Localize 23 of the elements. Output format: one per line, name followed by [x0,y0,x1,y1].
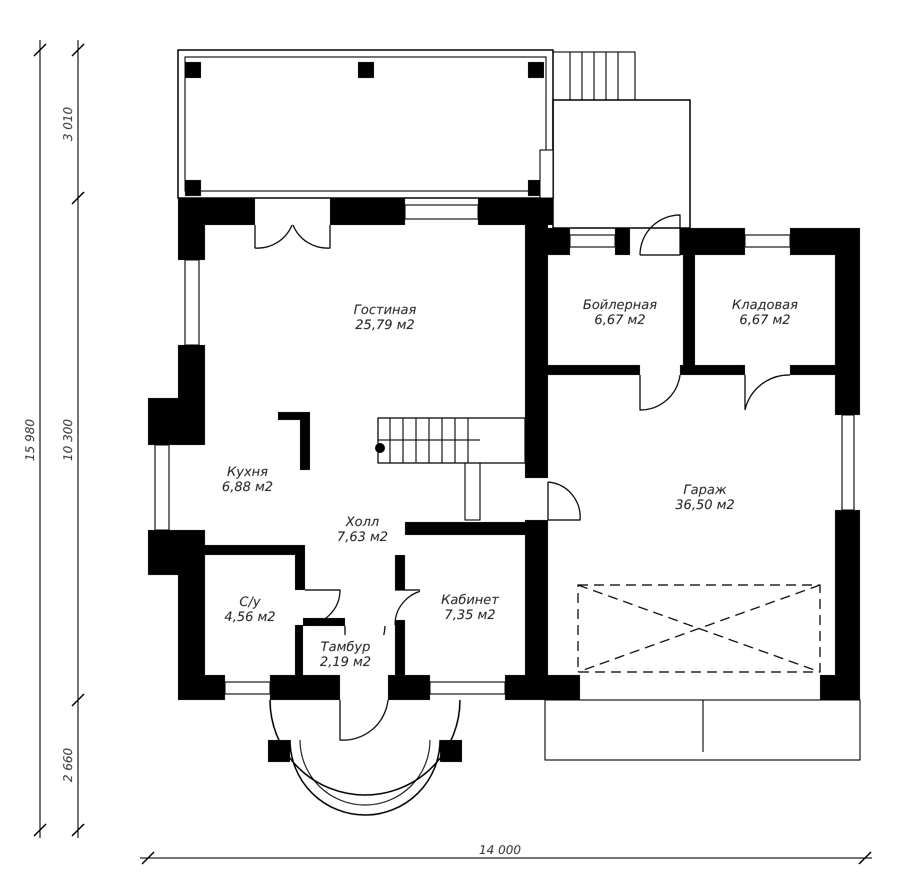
room-name: Гараж [683,482,727,498]
room-name: Бойлерная [582,298,658,312]
room-area: 6,67 м2 [594,312,646,328]
dimension-label: 10 300 [61,419,75,461]
room-area: 2,19 м2 [320,655,372,670]
dimension-label: 15 980 [23,419,37,461]
dimension-label: 2 660 [61,748,76,782]
dimension-label: 3 010 [61,106,76,142]
room-name: Гостиная [354,302,416,318]
room-name: Кухня [227,465,268,480]
dimension-label: 14 000 [479,843,521,857]
room-area: 25,79 м2 [355,318,415,332]
room-area: 6,67 м2 [739,312,791,328]
room-area: 36,50 м2 [675,498,735,512]
room-name: Тамбур [320,640,370,655]
room-area: 7,63 м2 [336,530,388,545]
room-area: 4,56 м2 [224,610,276,625]
room-name: Холл [346,515,380,530]
room-name: Кабинет [441,592,499,608]
room-name: С/у [239,595,261,610]
room-area: 7,35 м2 [444,608,496,622]
room-area: 6,88 м2 [222,480,274,495]
room-name: Кладовая [732,298,798,312]
